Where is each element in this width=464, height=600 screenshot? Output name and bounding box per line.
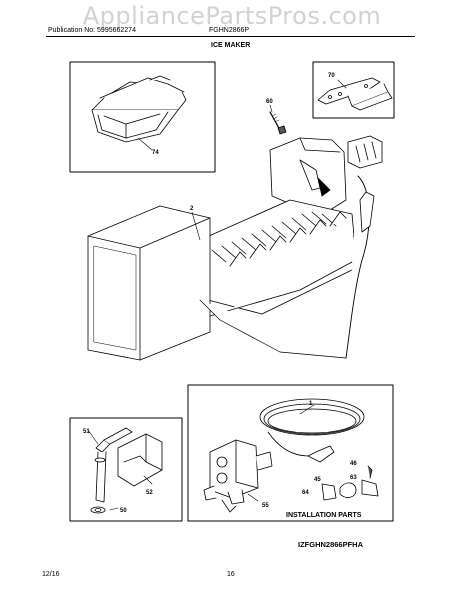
callout-60: 60 — [266, 99, 273, 105]
ice-bucket-illustration — [91, 75, 187, 143]
ejector-blades — [229, 211, 347, 267]
fill-cup — [117, 433, 163, 487]
header-rule — [46, 36, 415, 37]
callout-63: 63 — [350, 475, 357, 481]
panel-fill-tube — [69, 417, 183, 522]
page-title: ICE MAKER — [211, 42, 251, 49]
water-tube-coil — [259, 398, 365, 457]
callout-1: 1 — [309, 401, 313, 407]
callout-74: 74 — [152, 150, 159, 156]
screw-46 — [367, 465, 373, 479]
callout-46: 46 — [350, 461, 357, 467]
publication-number: Publication No: 5995662274 — [48, 27, 136, 34]
callout-50: 50 — [120, 508, 127, 514]
clamp-64 — [339, 482, 357, 498]
screw — [269, 104, 287, 135]
callout-45: 45 — [314, 477, 321, 483]
watermark: AppliancePartsPros.com — [82, 2, 382, 30]
callout-2: 2 — [190, 206, 194, 212]
water-valve — [203, 439, 273, 513]
clamp-63 — [361, 479, 379, 497]
mold-ridges — [211, 211, 337, 263]
callout-51: 51 — [83, 429, 90, 435]
washer — [90, 506, 106, 514]
page-number: 16 — [227, 571, 235, 578]
bracket-illustration — [317, 77, 393, 111]
callout-64: 64 — [302, 490, 309, 496]
callout-55: 55 — [262, 503, 269, 509]
fill-tube — [94, 427, 133, 503]
diagram-code: IZFGHN2866PFHA — [298, 540, 364, 549]
clamp-45 — [321, 483, 337, 501]
callout-52: 52 — [146, 490, 153, 496]
panel-bracket — [312, 61, 395, 119]
callout-70: 70 — [328, 73, 335, 79]
installation-parts-label: INSTALLATION PARTS — [286, 512, 362, 519]
panel-installation-parts — [187, 384, 394, 522]
footer-date: 12/16 — [42, 571, 60, 578]
model-number: FGHN2866P — [209, 27, 250, 34]
panel-ice-bucket — [69, 61, 216, 173]
ice-maker-assembly — [87, 135, 383, 361]
